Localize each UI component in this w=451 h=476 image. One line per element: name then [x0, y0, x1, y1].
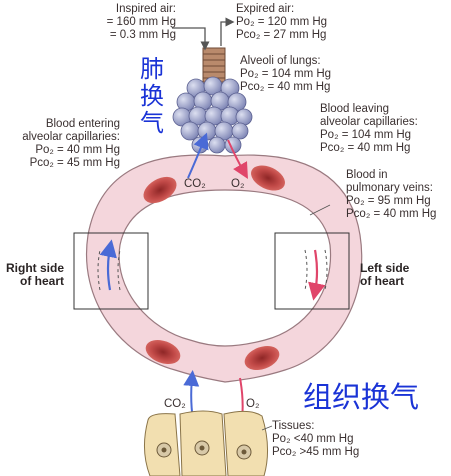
- rbc-bottom-left: [145, 339, 181, 365]
- pulmonary-veins-label: Blood in pulmonary veins: Po₂ = 95 mm Hg…: [346, 169, 437, 220]
- expired-air-label: Expired air: Po₂ = 120 mm Hg Pco₂ = 27 m…: [236, 3, 328, 41]
- lung-exchange-cjk: 肺 换 气: [140, 55, 164, 137]
- left-heart-label: Left side of heart: [360, 261, 410, 288]
- rbc-top-right: [251, 165, 285, 191]
- left-heart-flow: [304, 249, 328, 291]
- tissue-exchange-cjk: 组织换气: [303, 380, 420, 414]
- right-heart-label: Right side of heart: [5, 261, 64, 288]
- top-co2-label: CO₂: [184, 178, 206, 190]
- right-heart-box: [73, 232, 149, 310]
- trachea: [202, 47, 226, 83]
- right-heart-arrow: [99, 239, 117, 291]
- lung-co2-arrow: [187, 132, 209, 179]
- inspired-air-arrow: [172, 27, 210, 51]
- tissue-cells: [144, 410, 268, 476]
- left-heart-arrow: [308, 249, 326, 301]
- tissues-label: Tissues: Po₂ <40 mm Hg Pco₂ >45 mm Hg: [272, 420, 360, 458]
- inspired-air-label: Inspired air: = 160 mm Hg = 0.3 mm Hg: [106, 3, 176, 41]
- right-heart-flow: [97, 249, 121, 291]
- top-o2-label: O₂: [231, 178, 245, 190]
- rbc-top-left: [143, 176, 177, 204]
- pulmonary-vein-pointer: [309, 204, 331, 216]
- blood-entering-label: Blood entering alveolar capillaries: Po₂…: [22, 118, 120, 169]
- bottom-o2-label: O₂: [246, 398, 260, 410]
- blood-vessel-ring: [86, 154, 363, 383]
- tissues-pointer: [261, 425, 273, 431]
- left-heart-box: [274, 232, 350, 310]
- blood-leaving-label: Blood leaving alveolar capillaries: Po₂ …: [320, 103, 418, 154]
- bottom-co2-label: CO₂: [164, 398, 186, 410]
- alveoli-label: Alveoli of lungs: Po₂ = 104 mm Hg Pco₂ =…: [240, 55, 332, 93]
- expired-air-arrow: [220, 17, 235, 46]
- lung-o2-arrow: [227, 139, 248, 179]
- red-blood-cells: [143, 165, 285, 371]
- rbc-bottom-right: [244, 345, 280, 371]
